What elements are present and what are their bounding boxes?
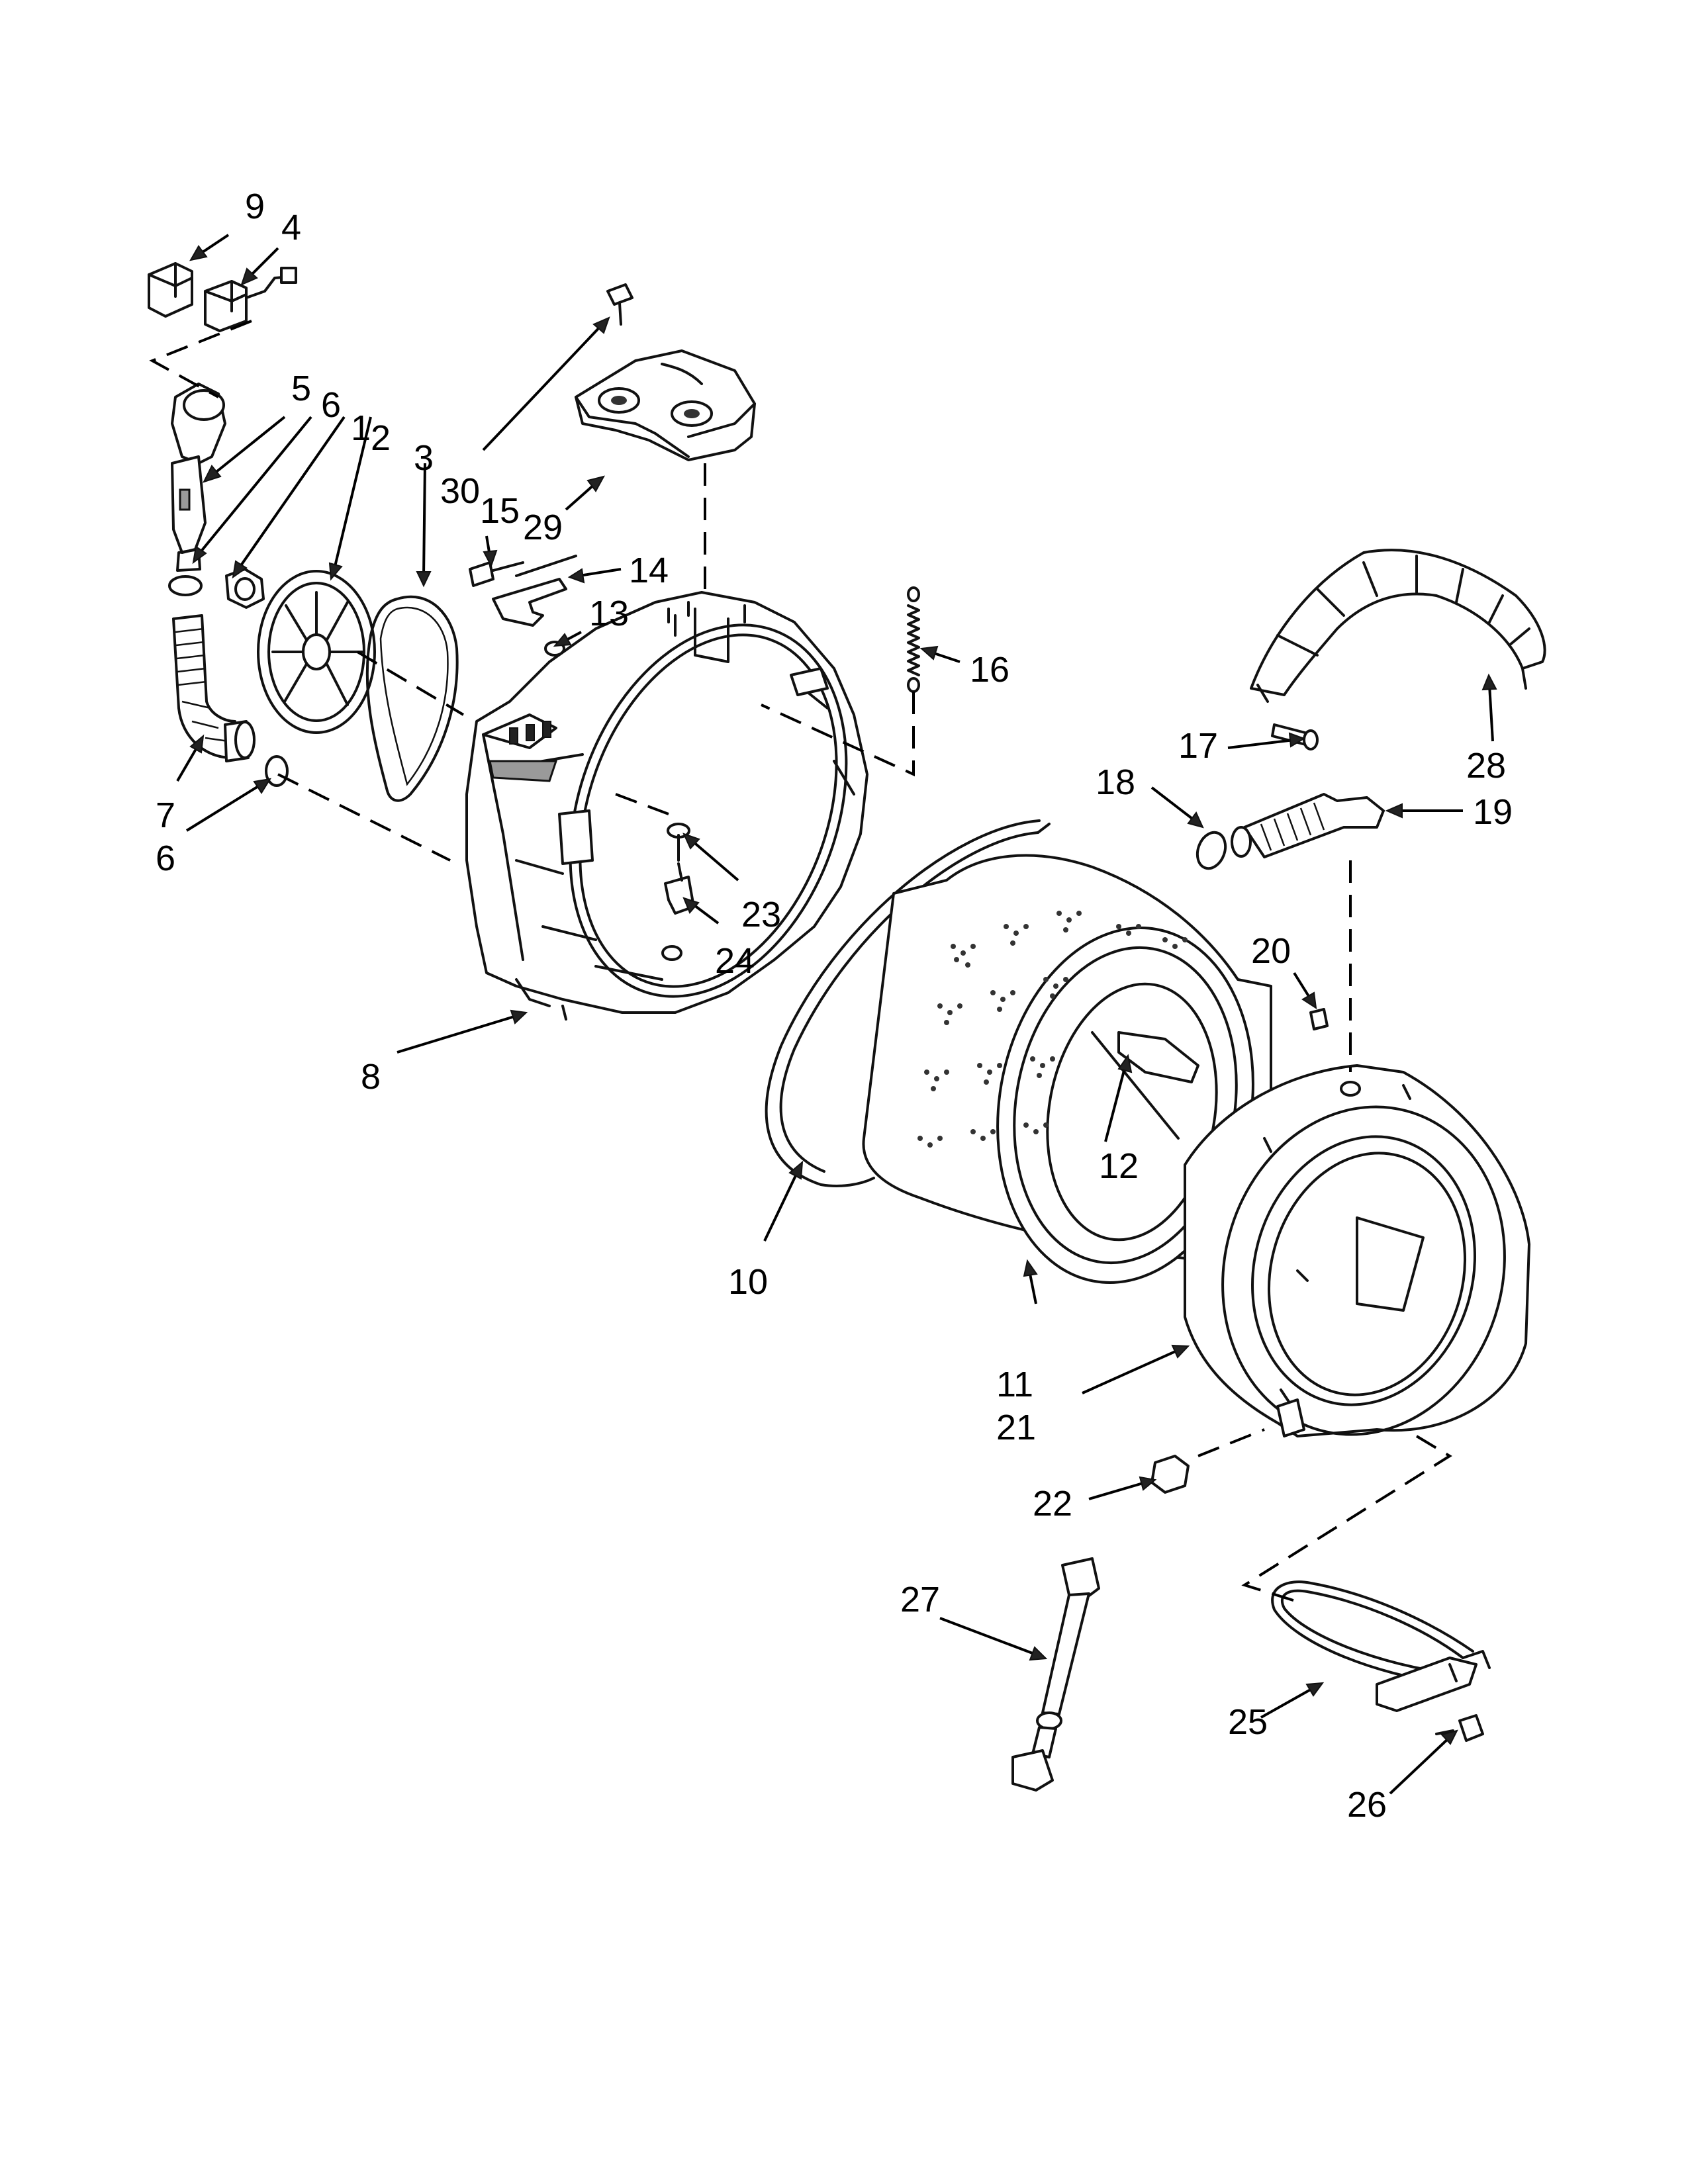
part-20-clip	[1309, 1008, 1329, 1030]
callout-15: 15	[480, 491, 520, 531]
part-6-clamp-upper	[168, 575, 203, 596]
part-22-pad	[1150, 1455, 1190, 1494]
part-10-seal-ring	[765, 819, 1051, 1187]
callout-13: 13	[589, 594, 629, 633]
part-9-bracket	[148, 262, 193, 318]
part-21-front-tub	[1184, 1064, 1530, 1437]
callout-8: 8	[361, 1057, 381, 1097]
part-27-damper	[1011, 1557, 1100, 1792]
callout-4: 4	[281, 208, 301, 248]
assembly-line-hose-to-tub	[277, 773, 451, 862]
part-7-drain-hose	[172, 614, 256, 762]
part-2-pulley	[257, 570, 376, 734]
callout-2: 2	[371, 418, 391, 458]
callout-16: 16	[970, 650, 1009, 690]
callout-3: 3	[414, 438, 434, 478]
part-16-spring	[907, 586, 920, 693]
basket-perforations	[917, 911, 1188, 1148]
callout-1: 1	[351, 408, 371, 448]
callout-30: 30	[440, 471, 480, 511]
part-30-bolt	[606, 283, 633, 326]
part-26-connector	[1435, 1714, 1484, 1742]
assembly-line-spring	[761, 692, 915, 777]
part-1-nut	[225, 568, 265, 609]
leader-arrows	[176, 234, 1497, 1795]
assembly-line-heater	[1241, 1435, 1452, 1603]
callout-6-lower: 6	[156, 839, 175, 878]
part-14-bracket	[492, 555, 577, 627]
callout-20: 20	[1251, 931, 1291, 971]
callout-24: 24	[715, 941, 755, 981]
callout-6-upper: 6	[321, 385, 341, 425]
callout-23: 23	[741, 895, 781, 934]
callout-19: 19	[1473, 792, 1513, 832]
callout-7: 7	[156, 796, 175, 835]
assembly-line-sensor-to-pump	[149, 320, 252, 398]
callout-27: 27	[900, 1580, 940, 1619]
callout-29: 29	[523, 508, 563, 547]
part-29-counterweight	[575, 349, 756, 461]
callout-5: 5	[291, 369, 311, 408]
callout-10: 10	[728, 1262, 768, 1302]
part-5-drain-pump	[171, 383, 226, 572]
callout-25: 25	[1228, 1702, 1268, 1742]
callout-14: 14	[629, 551, 669, 590]
callout-18: 18	[1096, 762, 1135, 802]
assembly-line-pulley-to-tub	[356, 651, 465, 716]
callout-17: 17	[1178, 726, 1218, 766]
callout-12-text: 12	[1099, 1146, 1139, 1186]
part-18-clamp	[1196, 831, 1227, 870]
callout-11-text: 11	[996, 1365, 1033, 1404]
callout-labels: 9 4 5 6 1 2 3 30 15 29 14 13 16 7 6 23 2…	[156, 187, 1513, 1825]
part-19-hose	[1231, 793, 1385, 858]
callout-21: 21	[996, 1408, 1036, 1447]
callout-22: 22	[1033, 1484, 1072, 1524]
assembly-line-clip	[1197, 1428, 1265, 1457]
part-3-belt	[365, 595, 459, 802]
part-8-rear-tub	[465, 591, 868, 1021]
part-15-screw	[469, 561, 524, 587]
assembly-line-screw-to-tub	[615, 793, 669, 815]
part-6-clamp-lower	[265, 755, 289, 787]
part-4-sensor	[204, 267, 297, 332]
part-25-heater	[1271, 1580, 1491, 1712]
part-28-shield	[1250, 549, 1546, 703]
callout-9: 9	[245, 187, 265, 226]
callout-26: 26	[1347, 1785, 1387, 1825]
callout-28: 28	[1466, 746, 1506, 786]
